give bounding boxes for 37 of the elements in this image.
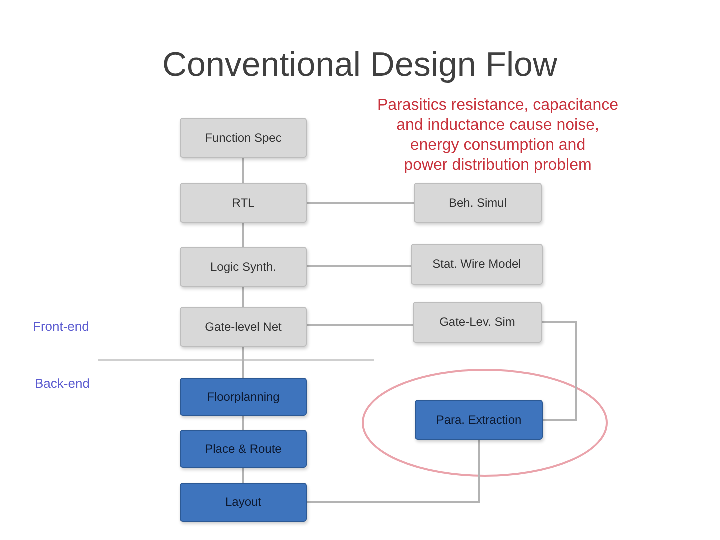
step-label: Floorplanning xyxy=(207,390,280,404)
front-end-step-box xyxy=(180,247,307,287)
slide-title: Conventional Design Flow xyxy=(162,45,558,86)
connector-line xyxy=(242,223,244,247)
back-end-step-box xyxy=(180,378,307,416)
annotation-note: Parasitics resistance, capacitance and inductance cause noise, energy consumption and power distribution problem xyxy=(376,96,620,176)
back-end-step-box xyxy=(180,483,307,522)
connector-line xyxy=(307,440,480,504)
connector-line xyxy=(242,468,244,483)
back-end-step-box xyxy=(415,400,543,440)
front-end-step-box xyxy=(414,183,542,223)
connector-line xyxy=(307,265,411,267)
step-label: Logic Synth. xyxy=(210,260,277,274)
section-label: Front-end xyxy=(33,319,90,335)
connector-line xyxy=(542,322,577,421)
step-label: Place & Route xyxy=(205,442,282,456)
connector-line xyxy=(242,158,244,183)
step-label: Beh. Simul xyxy=(448,196,508,210)
front-end-step-box xyxy=(180,183,307,223)
connector-line xyxy=(307,202,414,204)
step-label: Stat. Wire Model xyxy=(432,257,522,272)
step-label: Layout xyxy=(225,495,262,510)
step-label: Gate-level Net xyxy=(205,320,282,334)
front-end-step-box xyxy=(413,302,542,343)
step-label: RTL xyxy=(232,196,255,210)
front-end-step-box xyxy=(411,244,543,285)
connector-line xyxy=(307,324,413,326)
connector-line xyxy=(242,287,244,307)
back-end-step-box xyxy=(180,430,307,468)
section-label: Back-end xyxy=(35,376,90,392)
step-label: Function Spec xyxy=(205,130,282,146)
connector-line xyxy=(242,347,244,378)
step-label: Gate-Lev. Sim xyxy=(440,315,516,330)
front-end-step-box xyxy=(180,307,307,347)
step-label: Para. Extraction xyxy=(436,412,522,428)
connector-line xyxy=(242,416,244,430)
front-end-step-box xyxy=(180,118,307,158)
